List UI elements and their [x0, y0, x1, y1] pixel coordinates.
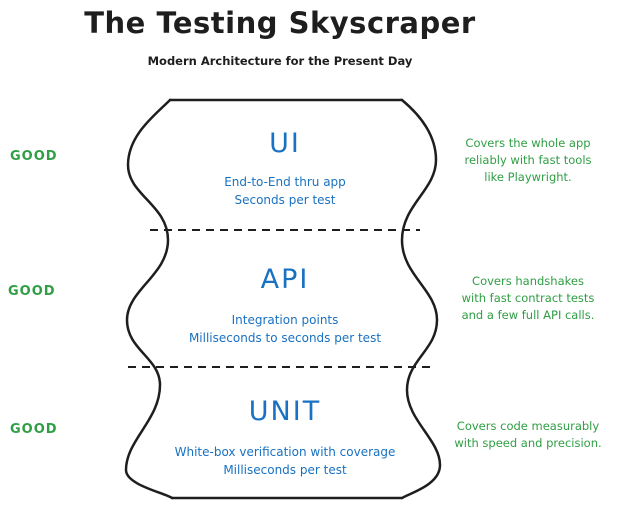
- left-wall: [124, 98, 174, 500]
- layer-ui-desc-line1: End-to-End thru app: [224, 175, 346, 189]
- layer-unit-desc-line2: Milliseconds per test: [223, 463, 347, 477]
- layer-ui-title: UI: [269, 128, 301, 159]
- layer-api-desc-line2: Milliseconds to seconds per test: [188, 331, 382, 345]
- diagram-subtitle: Modern Architecture for the Present Day: [147, 54, 413, 68]
- note-ui-line3: like Playwright.: [484, 170, 572, 184]
- layer-unit-desc-line1: White-box verification with coverage: [174, 445, 396, 459]
- rating-unit: GOOD: [10, 422, 58, 437]
- layer-api-desc-line1: Integration points: [231, 313, 339, 327]
- note-api-line2: with fast contract tests: [461, 291, 595, 305]
- note-ui-line2: reliably with fast tools: [464, 153, 592, 167]
- note-ui-line1: Covers the whole app: [465, 136, 591, 150]
- layer-ui-desc-line2: Seconds per test: [234, 193, 336, 207]
- layer-unit-title: UNIT: [248, 396, 322, 427]
- diagram-title: The Testing Skyscraper: [84, 6, 476, 40]
- right-wall: [400, 98, 442, 500]
- layer-api-title: API: [260, 264, 310, 295]
- note-unit-line1: Covers code measurably: [456, 419, 600, 433]
- note-api-line3: and a few full API calls.: [461, 308, 595, 322]
- rating-api: GOOD: [8, 284, 56, 299]
- note-api-line1: Covers handshakes: [472, 274, 584, 288]
- note-unit-line2: with speed and precision.: [454, 436, 602, 450]
- rating-ui: GOOD: [10, 149, 58, 164]
